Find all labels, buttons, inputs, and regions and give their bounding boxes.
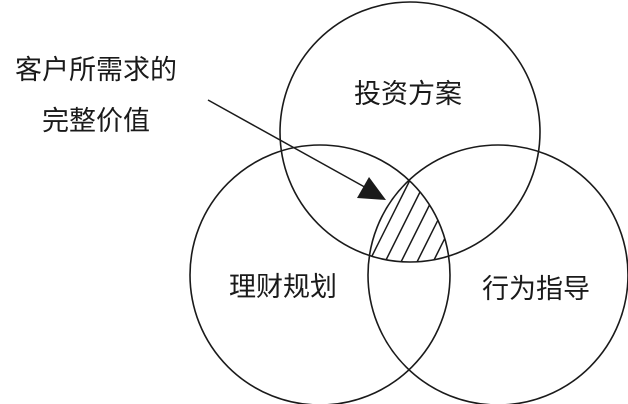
- annotation-line-2: 完整价值: [42, 106, 150, 137]
- arrow: [207, 99, 386, 200]
- annotation-line-1: 客户所需求的: [15, 55, 177, 86]
- circle-right: [367, 144, 628, 404]
- arrow-shaft: [207, 99, 371, 191]
- arrow-head: [357, 177, 386, 200]
- label-right-circle: 行为指导: [482, 274, 590, 305]
- label-top-circle: 投资方案: [354, 79, 462, 110]
- label-left-circle: 理财规划: [229, 272, 337, 303]
- circle-top: [279, 1, 541, 263]
- circle-left: [189, 144, 451, 404]
